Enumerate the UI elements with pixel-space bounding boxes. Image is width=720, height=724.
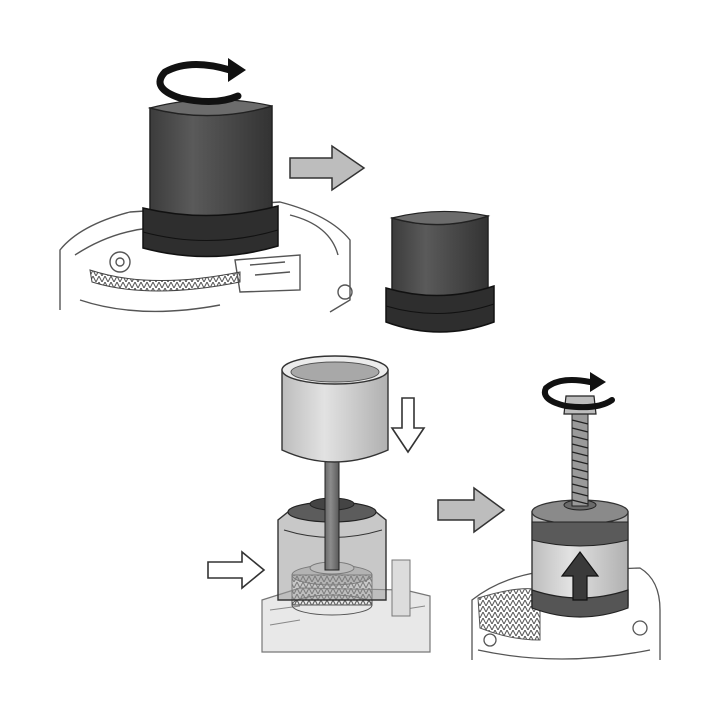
right-arrow-icon xyxy=(207,550,266,590)
gear-teeth xyxy=(89,269,241,292)
bushing-cup xyxy=(281,355,389,463)
step-2-removed-sleeve xyxy=(385,210,495,333)
press-shaft xyxy=(324,459,340,571)
step-3-press-bushing xyxy=(207,355,431,653)
rotate-arrow-icon xyxy=(542,372,615,411)
step-arrow-icon xyxy=(289,144,366,192)
threaded-bolt xyxy=(563,395,597,507)
step-arrow-icon xyxy=(437,486,506,534)
step-4-pull-with-bolt xyxy=(471,372,661,660)
down-arrow-icon xyxy=(390,397,426,454)
rotate-arrow-icon xyxy=(156,58,246,105)
step-1-rotate-sleeve xyxy=(59,58,353,313)
sleeve-tool xyxy=(142,98,279,258)
up-arrow-icon xyxy=(560,551,600,601)
